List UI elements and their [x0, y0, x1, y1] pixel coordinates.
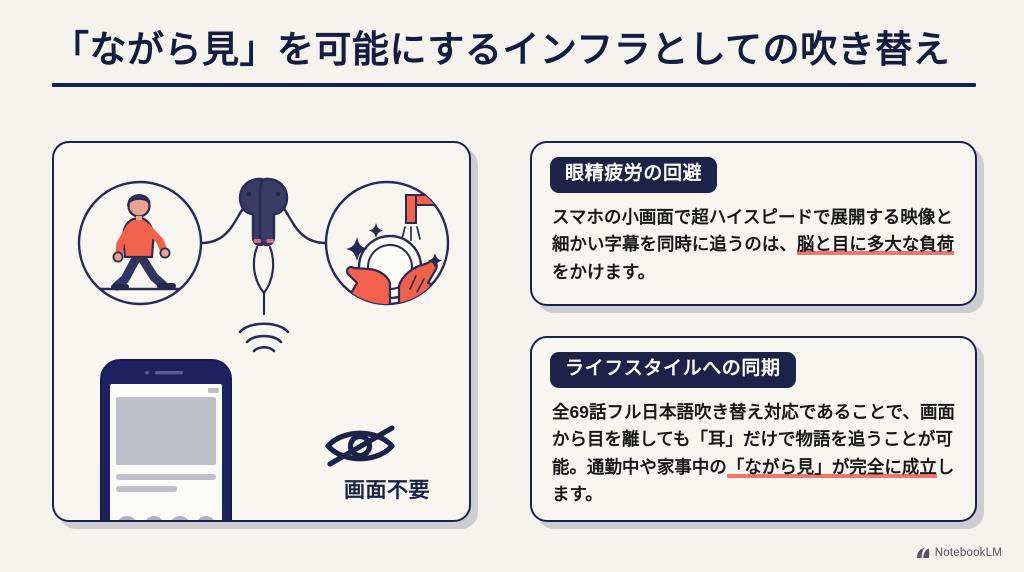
card-eyestrain-highlight: 脳と目に多大な負荷	[796, 234, 955, 256]
card-lifestyle-text-1: 全69話フル日本語吹き替え対応であることで、画面から目を離しても「耳」だけで物語…	[552, 401, 955, 477]
card-lifestyle: ライフスタイルへの同期 全69話フル日本語吹き替え対応であることで、画面から目を…	[530, 336, 977, 522]
screen-not-needed-caption: 画面不要	[344, 479, 430, 502]
card-eyestrain-body: スマホの小画面で超ハイスピードで展開する映像と細かい字幕を同時に追うのは、脳と目…	[552, 204, 955, 287]
walking-person-scene	[77, 180, 203, 306]
card-eyestrain-text-1: スマホの小画面で超ハイスピードで展開する映像と細かい字幕を同時に追うのは、	[552, 206, 953, 255]
earbuds-icon	[238, 177, 289, 316]
watermark-label: NotebookLM	[934, 547, 1002, 559]
title-divider	[52, 82, 976, 87]
illustration-svg	[77, 177, 450, 520]
illustration-panel: 画面不要	[52, 141, 471, 522]
notebooklm-logo-icon	[916, 548, 930, 558]
eye-off-icon	[325, 425, 395, 467]
smartphone-mockup	[100, 359, 232, 520]
sound-waves-icon	[238, 322, 290, 353]
dishwashing-scene	[324, 180, 450, 306]
card-eyestrain-text-2: をかけます。	[552, 261, 656, 282]
card-lifestyle-text-2: します。	[552, 456, 955, 505]
sparkle-icons	[346, 223, 442, 268]
card-eyestrain-badge: 眼精疲労の回避	[550, 157, 718, 193]
page-title: 「ながら見」を可能にするインフラとしての吹き替え	[52, 29, 951, 70]
card-lifestyle-badge: ライフスタイルへの同期	[550, 352, 796, 388]
watermark: NotebookLM	[916, 547, 1002, 559]
card-lifestyle-body: 全69話フル日本語吹き替え対応であることで、画面から目を離しても「耳」だけで物語…	[552, 399, 955, 509]
card-eyestrain: 眼精疲労の回避 スマホの小画面で超ハイスピードで展開する映像と細かい字幕を同時に…	[530, 141, 977, 306]
page-title-block: 「ながら見」を可能にするインフラとしての吹き替え	[52, 28, 977, 87]
card-lifestyle-highlight: 「ながら見」が完全に成立	[726, 456, 937, 478]
